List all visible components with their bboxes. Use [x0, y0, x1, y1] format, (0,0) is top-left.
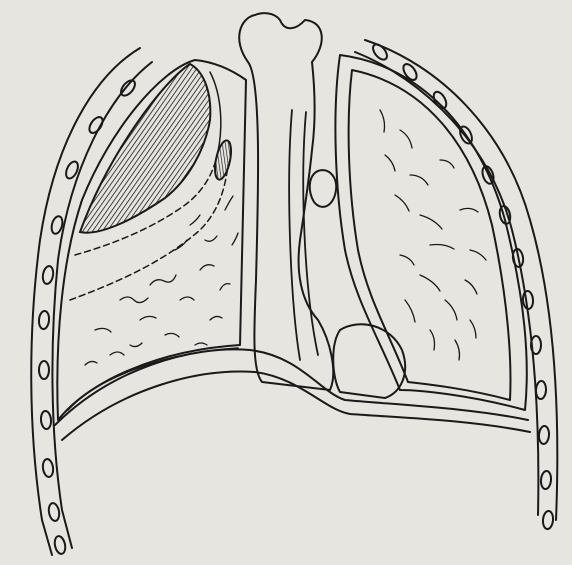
lung-marking	[130, 343, 142, 347]
lung-marking	[395, 195, 409, 211]
right-rib-sections	[370, 42, 553, 530]
rib-section	[42, 458, 54, 477]
lung-marking	[470, 250, 486, 260]
lung-marking	[95, 328, 111, 332]
lung-marking	[420, 275, 440, 291]
lung-marking	[400, 130, 412, 148]
lung-marking	[400, 255, 414, 265]
right-lung	[335, 55, 526, 410]
rib-section	[53, 535, 67, 555]
rib-section	[42, 265, 55, 284]
lung-marking	[380, 110, 385, 132]
lung-marking	[85, 361, 97, 365]
lung-marking	[165, 333, 179, 337]
lung-marking	[470, 320, 476, 338]
rib-section	[38, 311, 50, 330]
rib-section	[538, 426, 549, 445]
rib-section	[87, 115, 106, 135]
lung-marking	[440, 160, 454, 168]
rib-section	[39, 361, 49, 379]
lung-marking	[220, 284, 230, 290]
rib-section	[536, 381, 547, 399]
rib-section	[118, 78, 137, 98]
lung-marking	[430, 245, 454, 250]
right-chest-wall	[355, 40, 557, 520]
lung-marking	[140, 316, 156, 320]
lung-marking	[190, 215, 200, 225]
lung-marking	[465, 280, 477, 294]
lung-marking	[385, 155, 395, 171]
lung-marking	[180, 297, 194, 300]
lung-marking	[420, 215, 442, 229]
rib-section	[40, 411, 52, 430]
lung-marking	[460, 208, 478, 212]
lung-marking	[430, 330, 435, 350]
rib-section	[542, 511, 554, 530]
rib-section	[431, 90, 449, 111]
lung-marking	[445, 300, 457, 320]
mediastinum	[239, 13, 405, 398]
consolidation-area	[80, 64, 210, 233]
diaphragm	[55, 349, 530, 440]
lung-marking	[210, 316, 222, 320]
lung-marking	[225, 196, 233, 210]
lung-marking	[455, 340, 460, 360]
right-lung-markings	[380, 110, 486, 360]
lung-marking	[110, 352, 124, 355]
lung-marking	[150, 275, 176, 285]
lung-marking	[205, 236, 217, 241]
lung-marking	[200, 265, 214, 270]
lung-marking	[410, 175, 428, 185]
rib-section	[48, 502, 61, 521]
lung-marking	[232, 233, 238, 245]
lung-marking	[120, 297, 148, 303]
lung-marking	[405, 300, 415, 322]
rib-section	[540, 471, 552, 490]
lung-marking	[195, 343, 207, 345]
hilar-lesion	[212, 139, 234, 181]
